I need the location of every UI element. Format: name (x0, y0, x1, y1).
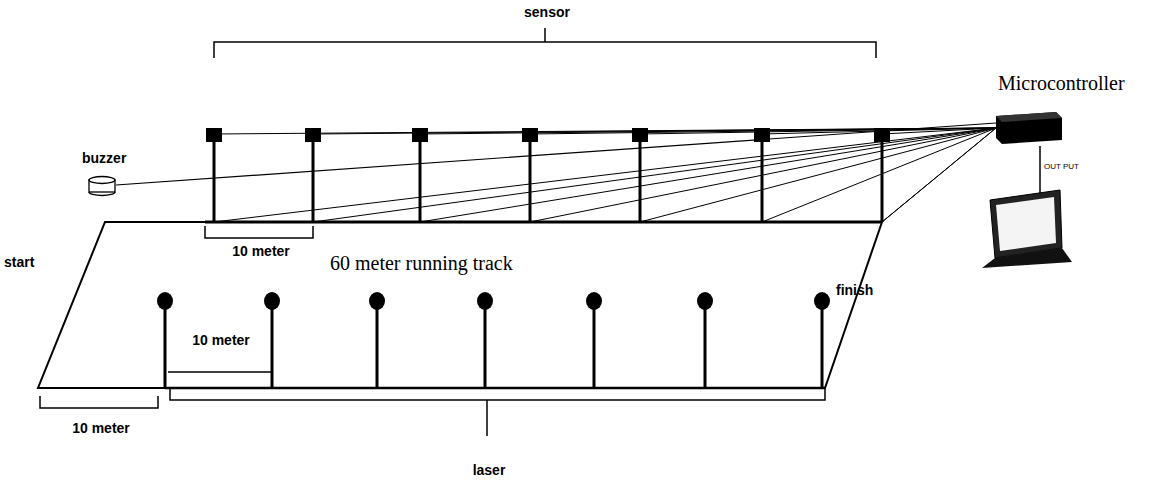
sensor-pole (639, 138, 642, 222)
sensor-bracket (214, 28, 876, 58)
node-label: 60 meter running track (330, 252, 513, 275)
dimension-bracket (40, 396, 158, 408)
laser-pole (593, 302, 596, 388)
sensor-pole (213, 138, 216, 222)
node-label: Microcontroller (998, 72, 1125, 95)
sensor-head (305, 128, 321, 142)
laser-head (157, 292, 173, 310)
laser-pole (821, 302, 824, 388)
sensor-head (412, 128, 428, 142)
laser-head (477, 292, 493, 310)
buzzer: buzzer (88, 176, 116, 194)
microcontroller-shape (990, 108, 1064, 146)
dimension-label: 10 meter (230, 243, 292, 259)
laptop-icon (982, 190, 1072, 268)
laser-bracket (170, 388, 825, 436)
laser-head (264, 292, 280, 310)
bracket-label: laser (471, 462, 508, 478)
dimension-bracket (168, 372, 272, 388)
start-label: start (4, 254, 34, 270)
laser-pole (376, 302, 379, 388)
finish-label: finish (836, 282, 873, 298)
output-label: OUT PUT (1044, 162, 1079, 171)
posts (157, 128, 890, 388)
laser-pole (484, 302, 487, 388)
sensor-pole (419, 138, 422, 222)
laser-pole (164, 302, 167, 388)
sensor-pole (881, 138, 884, 222)
laser-head (586, 292, 602, 310)
microcontroller: Microcontroller (990, 108, 1064, 146)
node-label: buzzer (82, 150, 126, 166)
laser-pole (704, 302, 707, 388)
buzzer-wire (116, 123, 996, 185)
sensor-pole (312, 138, 315, 222)
running-track-shape (38, 222, 883, 389)
sensor-head (522, 128, 538, 142)
running-track: 60 meter running track (38, 222, 883, 389)
laser-head (369, 292, 385, 310)
dimension-bracket (205, 226, 313, 238)
laser-head (814, 292, 830, 310)
dimension-label: 10 meter (190, 332, 252, 348)
sensor-pole (761, 138, 764, 222)
sensor-wires (214, 128, 996, 222)
buzzer-shape (88, 176, 116, 194)
laser-pole (271, 302, 274, 388)
laser-head (697, 292, 713, 310)
sensor-head (632, 128, 648, 142)
sensor-pole (529, 138, 532, 222)
sensor-head (206, 128, 222, 142)
dimension-label: 10 meter (70, 420, 132, 436)
bracket-label: sensor (522, 4, 572, 20)
